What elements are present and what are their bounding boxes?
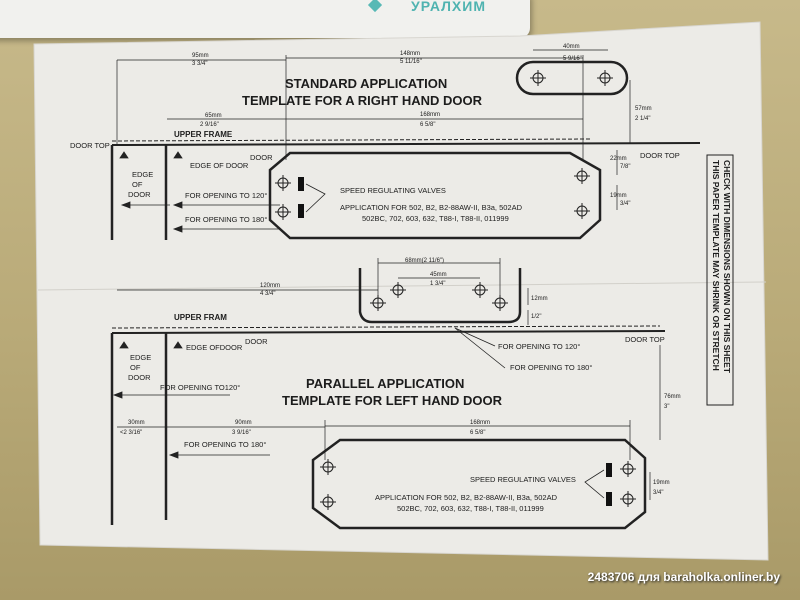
top-slot-outline bbox=[515, 60, 629, 96]
upper-frame-label-b: UPPER FRAM bbox=[174, 313, 227, 322]
dim-19mm-top: 19mm bbox=[610, 193, 627, 199]
open-180-label-c: FOR OPENING TO 180° bbox=[510, 363, 592, 372]
dim-120mm: 120mm bbox=[260, 283, 280, 289]
top-valve-b bbox=[298, 204, 304, 218]
dim-30mm: 30mm bbox=[128, 420, 145, 426]
dim-148mm: 148mm bbox=[400, 51, 420, 57]
upper-frame-label: UPPER FRAME bbox=[174, 130, 233, 139]
top-slot-holes bbox=[530, 70, 613, 86]
valves-label-top: SPEED REGULATING VALVES bbox=[340, 186, 446, 195]
app-line2-top: 502BC, 702, 603, 632, T88-I, T88-II, 011… bbox=[362, 214, 509, 223]
dim-76in: 3" bbox=[664, 404, 669, 410]
dim-45mm: 45mm bbox=[430, 272, 447, 278]
top-arrows bbox=[119, 151, 280, 233]
side-note-box bbox=[706, 154, 734, 406]
dim-22in: 7/8" bbox=[620, 164, 630, 170]
dim-168mm-top: 168mm bbox=[420, 112, 440, 118]
dim-19in-bottom: 3/4" bbox=[653, 490, 663, 496]
door-top-label-right: DOOR TOP bbox=[640, 151, 680, 160]
dim-95mm: 95mm bbox=[192, 53, 209, 59]
door-top-label-b: DOOR TOP bbox=[625, 335, 665, 344]
door-top-label-left: DOOR TOP bbox=[70, 141, 110, 150]
edge-of-door-label: EDGE OF DOOR bbox=[190, 161, 249, 170]
dim-148in: 5 11/16" bbox=[400, 59, 422, 65]
upper-frame-line bbox=[111, 138, 591, 142]
bottom-valve-b bbox=[606, 492, 612, 506]
dim-19mm-bottom: 19mm bbox=[653, 480, 670, 486]
dim-22mm: 22mm bbox=[610, 156, 627, 162]
dim-168mm-bottom: 168mm bbox=[470, 420, 490, 426]
standard-title-line2: TEMPLATE FOR A RIGHT HAND DOOR bbox=[242, 93, 483, 108]
valves-label-bottom: SPEED REGULATING VALVES bbox=[470, 475, 576, 484]
app-line1-top: APPLICATION FOR 502, B2, B2-88AW-II, B3a… bbox=[340, 203, 523, 212]
upper-frame-line-b bbox=[111, 325, 661, 329]
door-label-b: DOOR bbox=[245, 337, 268, 346]
door-label: DOOR bbox=[250, 153, 273, 162]
middle-slot-outline bbox=[358, 268, 522, 324]
dim-40mm: 40mm bbox=[563, 44, 580, 50]
open-180-label-b: FOR OPENING TO 180° bbox=[184, 440, 266, 449]
open-120-label-c: FOR OPENING TO 120° bbox=[498, 342, 580, 351]
dim-168in-bottom: 6 5/8" bbox=[470, 430, 485, 436]
door-word-label: DOOR bbox=[128, 190, 151, 199]
side-note-line2: CHECK WITH DIMENSIONS SHOWN ON THIS SHEE… bbox=[722, 160, 732, 374]
top-dimensions bbox=[116, 49, 631, 210]
dim-12in: 1/2" bbox=[531, 314, 541, 320]
app-line2-bottom: 502BC, 702, 603, 632, T88-I, T88-II, 011… bbox=[397, 504, 544, 513]
dim-12mm: 12mm bbox=[531, 296, 548, 302]
dim-45in: 1 3/4" bbox=[430, 281, 445, 287]
paper-sheet bbox=[33, 21, 769, 561]
open-120-label-b: FOR OPENING TO120° bbox=[160, 383, 240, 392]
bottom-arrows bbox=[112, 327, 506, 459]
open-120-label-top: FOR OPENING TO 120° bbox=[185, 191, 267, 200]
catalog-booklet: УРАЛХИМ bbox=[0, 0, 530, 38]
parallel-title-line1: PARALLEL APPLICATION bbox=[306, 376, 464, 391]
side-note-line1: THIS PAPER TEMPLATE MAY SHRINK OR STRETC… bbox=[711, 160, 721, 371]
bottom-plate-outline bbox=[311, 438, 647, 530]
dim-57in: 2 1/4" bbox=[635, 116, 650, 122]
parallel-title-line2: TEMPLATE FOR LEFT HAND DOOR bbox=[282, 393, 503, 408]
paper-fold bbox=[37, 281, 767, 291]
dim-65in: 2 9/16" bbox=[200, 122, 219, 128]
dim-57mm: 57mm bbox=[635, 106, 652, 112]
watermark-text: 2483706 для baraholka.onliner.by bbox=[587, 570, 780, 584]
middle-slot-holes bbox=[370, 282, 508, 311]
dim-90mm: 90mm bbox=[235, 420, 252, 426]
dim-120in: 4 3/4" bbox=[260, 291, 275, 297]
of-label: OF bbox=[132, 180, 143, 189]
door-word-label-b: DOOR bbox=[128, 373, 151, 382]
bottom-valve-leader bbox=[584, 469, 605, 499]
dim-40in: 5 9/16" bbox=[563, 56, 582, 62]
door-top-line-b bbox=[111, 330, 666, 334]
top-valve-a bbox=[298, 177, 304, 191]
app-line1-bottom: APPLICATION FOR 502, B2, B2-88AW-II, B3a… bbox=[375, 493, 558, 502]
door-top-line bbox=[111, 142, 701, 146]
dim-19in-top: 3/4" bbox=[620, 201, 630, 207]
open-180-label-top: FOR OPENING TO 180° bbox=[185, 215, 267, 224]
dim-65mm: 65mm bbox=[205, 113, 222, 119]
standard-title-line1: STANDARD APPLICATION bbox=[285, 76, 447, 91]
dim-168in-top: 6 5/8" bbox=[420, 122, 435, 128]
top-plate-outline bbox=[268, 151, 602, 240]
dim-68mm: 68mm(2 11/6") bbox=[405, 258, 444, 264]
dim-90in: 3 9/16" bbox=[232, 430, 251, 436]
edge-label-b: EDGE bbox=[130, 353, 151, 362]
dim-95in: 3 3/4" bbox=[192, 61, 207, 67]
bottom-dimensions bbox=[117, 345, 661, 500]
top-plate-holes bbox=[275, 168, 590, 220]
edge-of-door-label-b: EDGE OFDOOR bbox=[186, 343, 243, 352]
bottom-plate-holes bbox=[320, 459, 636, 510]
of-label-b: OF bbox=[130, 363, 141, 372]
middle-dimensions bbox=[117, 258, 529, 325]
dim-30in: <2 3/16" bbox=[120, 430, 142, 436]
bottom-valve-a bbox=[606, 463, 612, 477]
catalog-brand-text: УРАЛХИМ bbox=[411, 0, 486, 14]
edge-label: EDGE bbox=[132, 170, 153, 179]
dim-76mm: 76mm bbox=[664, 394, 681, 400]
top-valve-leader bbox=[305, 183, 326, 213]
